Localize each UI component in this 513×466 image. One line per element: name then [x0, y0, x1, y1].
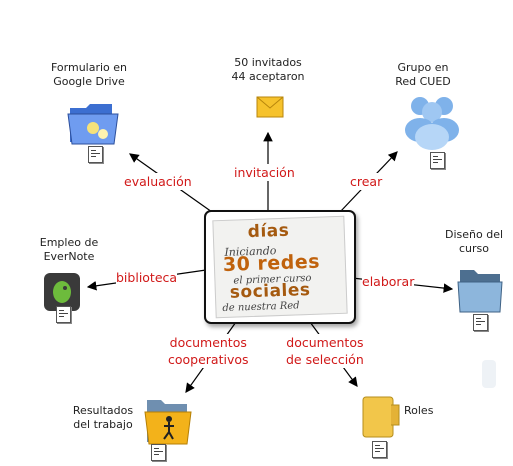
- center-sociales: sociales: [229, 279, 311, 303]
- node-grupo-label: Grupo en Red CUED: [395, 61, 451, 88]
- link-cooperativos[interactable]: documentos cooperativos: [168, 334, 249, 368]
- link-crear[interactable]: crear: [350, 173, 383, 190]
- document-attachment-icon[interactable]: [151, 444, 166, 461]
- folder-icon[interactable]: [456, 264, 504, 316]
- envelope-icon[interactable]: [256, 96, 284, 118]
- folder-form-icon[interactable]: [66, 98, 120, 146]
- central-concept[interactable]: días Iniciando 30 redes el primer curso …: [204, 210, 356, 324]
- node-evernote-label: Empleo de EverNote: [39, 236, 99, 263]
- document-attachment-icon[interactable]: [430, 152, 445, 169]
- folder-person-icon[interactable]: [143, 394, 193, 448]
- folder-yellow-icon[interactable]: [361, 395, 403, 441]
- document-attachment-icon[interactable]: [473, 314, 488, 331]
- document-attachment-icon[interactable]: [88, 146, 103, 163]
- handwritten-paper: días Iniciando 30 redes el primer curso …: [212, 215, 348, 319]
- link-biblioteca[interactable]: biblioteca: [116, 269, 178, 286]
- node-roles-label: Roles: [404, 404, 434, 417]
- node-invitados-label: 50 invitados 44 aceptaron: [231, 56, 305, 83]
- node-resultados-label: Resultados del trabajo: [72, 404, 134, 431]
- link-elaborar[interactable]: elaborar: [362, 273, 415, 290]
- node-diseno-label: Diseño del curso: [444, 228, 504, 255]
- scroll-handle[interactable]: [482, 360, 496, 388]
- link-invitacion[interactable]: invitación: [234, 164, 295, 181]
- link-evaluacion[interactable]: evaluación: [124, 173, 192, 190]
- center-nuestra-red: de nuestra Red: [222, 300, 300, 315]
- node-formulario-label: Formulario en Google Drive: [50, 61, 128, 88]
- people-group-icon[interactable]: [400, 92, 464, 150]
- document-attachment-icon[interactable]: [56, 306, 71, 323]
- evernote-icon[interactable]: [43, 272, 81, 312]
- document-attachment-icon[interactable]: [372, 441, 387, 458]
- center-dias: días: [247, 220, 290, 243]
- link-seleccion[interactable]: documentos de selección: [286, 334, 364, 368]
